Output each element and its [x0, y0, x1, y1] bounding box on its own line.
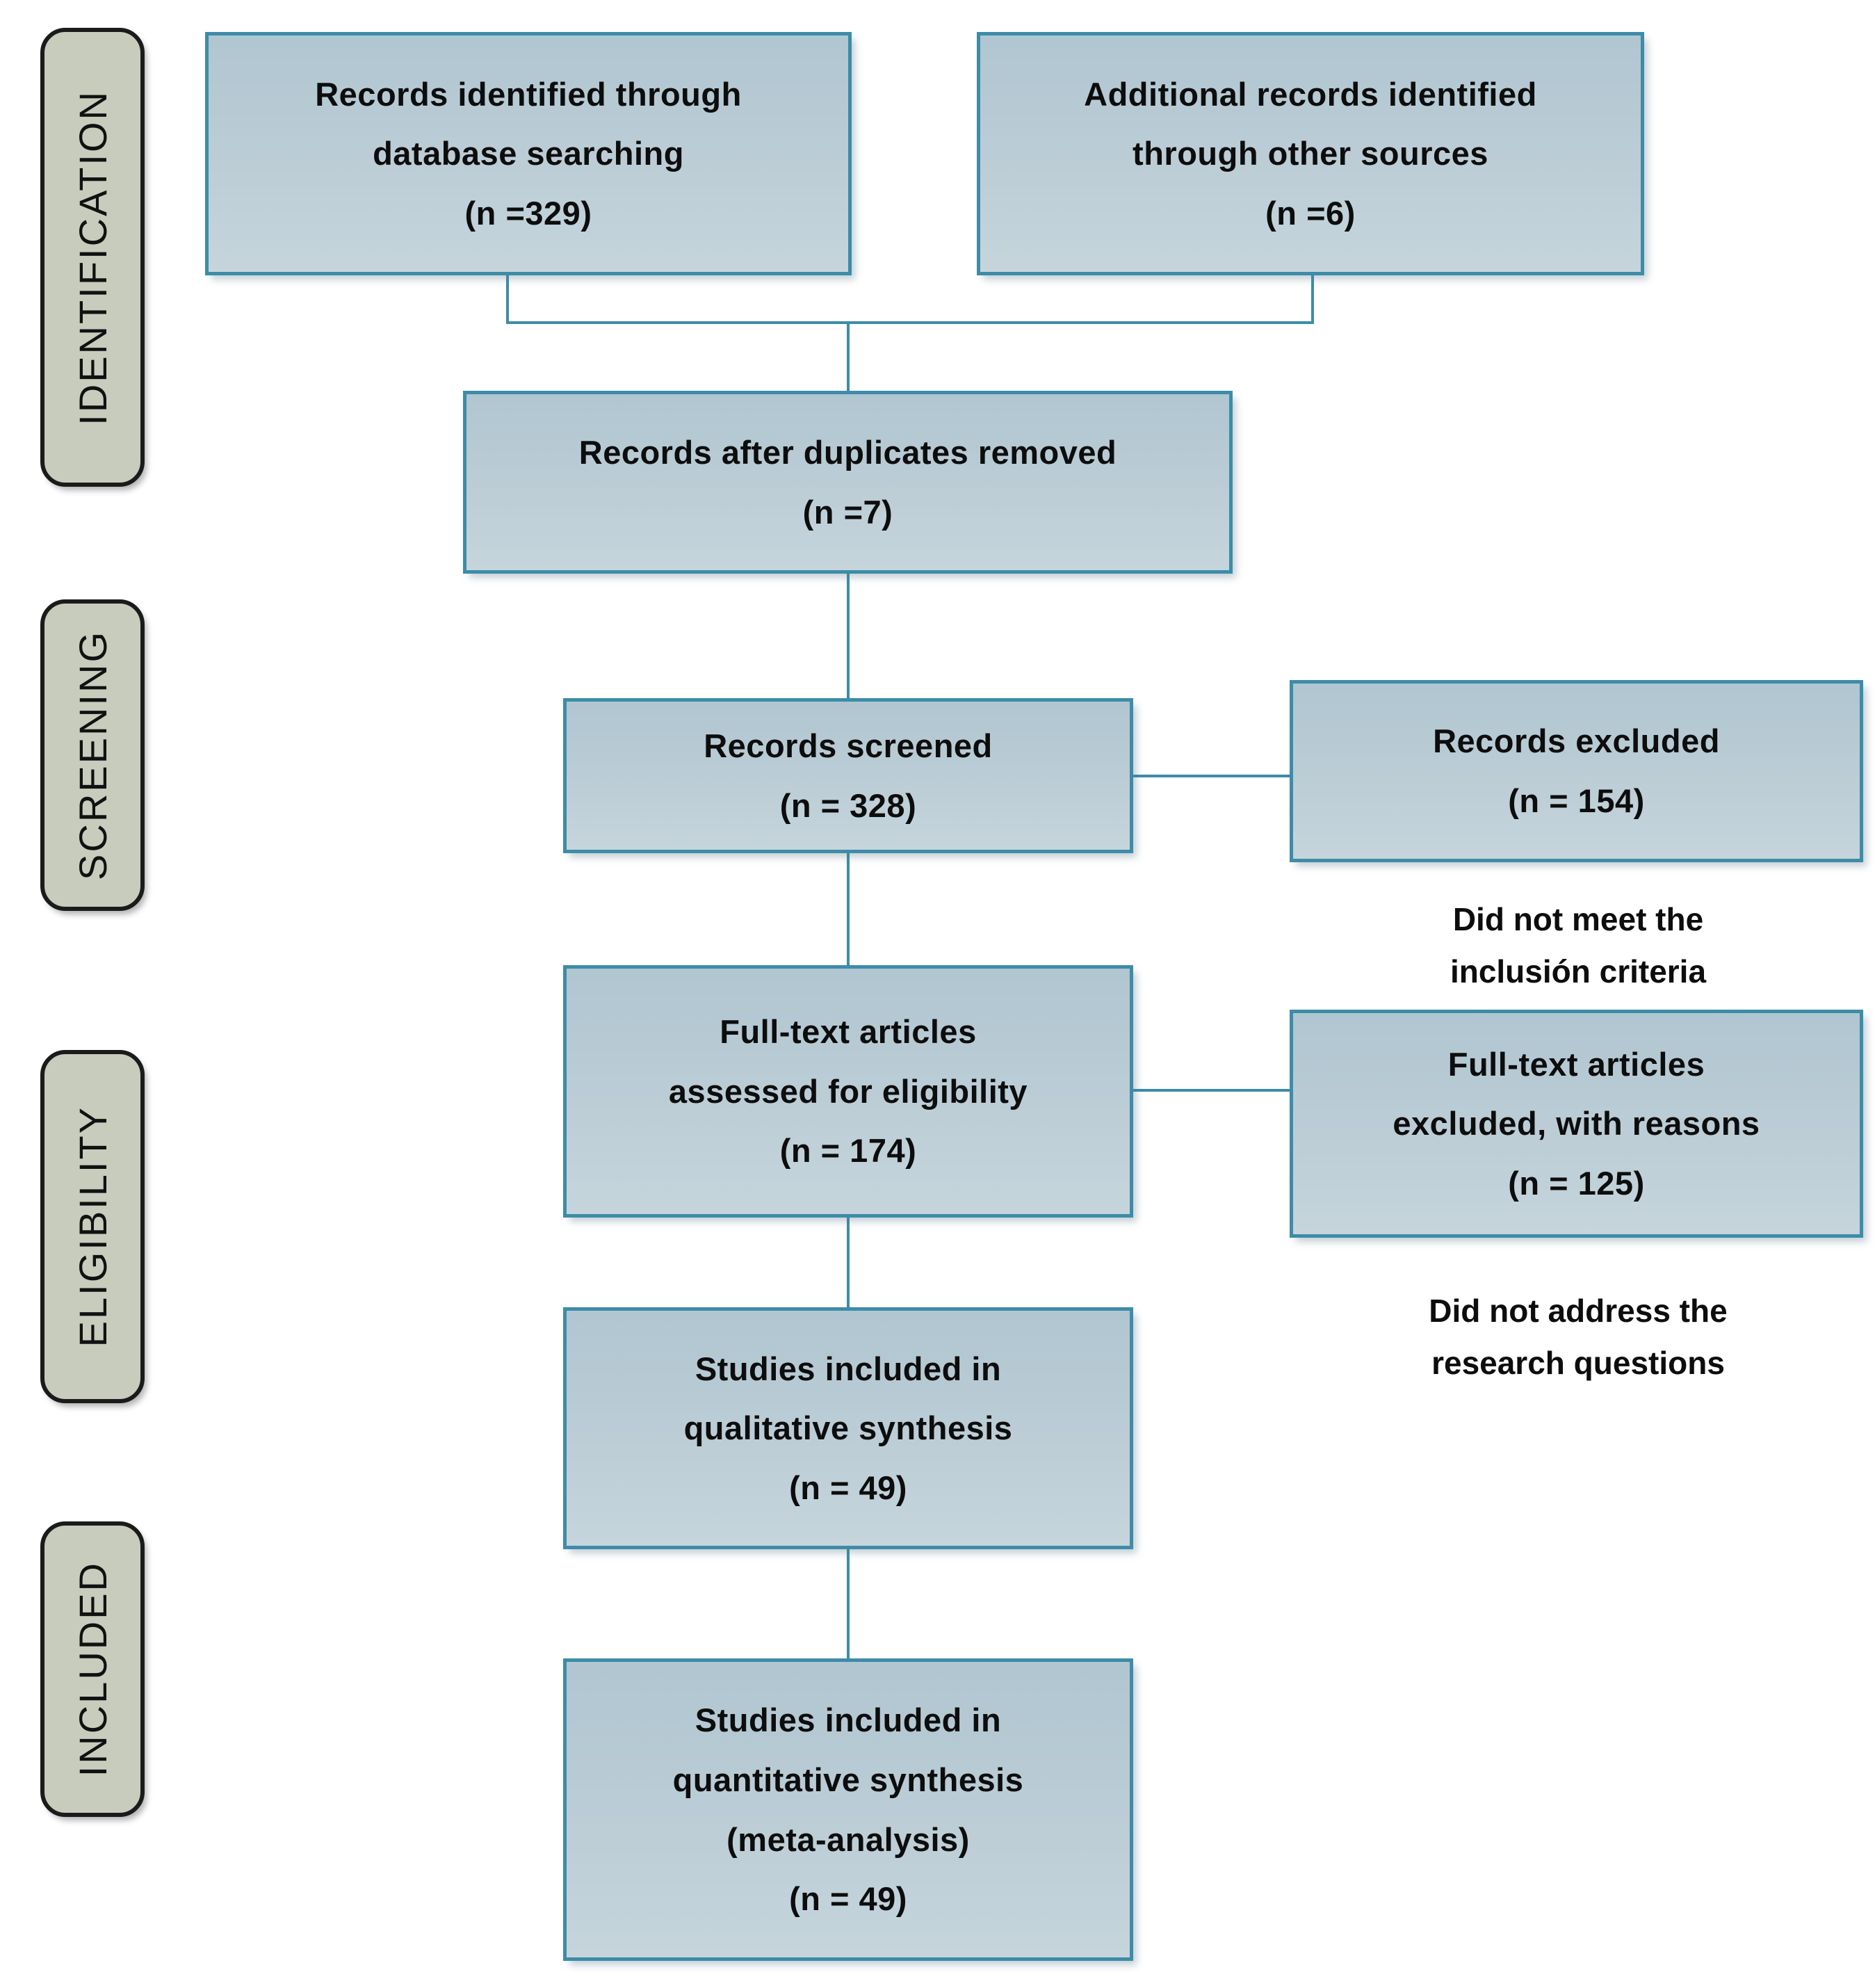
box-qualitative-synthesis-text: Studies included in qualitative synthesi…: [683, 1350, 1013, 1506]
box-additional-records: Additional records identified through ot…: [977, 32, 1644, 275]
box-fulltext-assessed-text: Full-text articles assessed for eligibil…: [668, 1013, 1028, 1170]
stage-eligibility-label: ELIGIBILITY: [70, 1106, 115, 1348]
stage-included: INCLUDED: [40, 1521, 145, 1817]
stage-identification-label: IDENTIFICATION: [70, 89, 115, 426]
box-qualitative-synthesis: Studies included in qualitative synthesi…: [563, 1307, 1133, 1549]
box-quantitative-synthesis-text: Studies included in quantitative synthes…: [672, 1702, 1024, 1918]
box-duplicates-removed: Records after duplicates removed (n =7): [463, 391, 1233, 574]
connector-left-drop: [506, 275, 509, 324]
stage-included-label: INCLUDED: [70, 1561, 115, 1777]
box-fulltext-assessed: Full-text articles assessed for eligibil…: [563, 965, 1133, 1218]
box-records-identified-text: Records identified through database sear…: [315, 75, 742, 232]
box-fulltext-excluded: Full-text articles excluded, with reason…: [1290, 1010, 1863, 1238]
box-records-excluded-text: Records excluded (n = 154): [1433, 722, 1720, 819]
box-records-identified: Records identified through database sear…: [205, 32, 852, 275]
box-quantitative-synthesis: Studies included in quantitative synthes…: [563, 1658, 1133, 1961]
box-records-excluded: Records excluded (n = 154): [1290, 680, 1863, 862]
connector-fulltext-to-qualitative: [847, 1218, 850, 1307]
connector-fulltext-to-excluded: [1133, 1089, 1290, 1092]
connector-dup-to-screened: [847, 574, 850, 698]
box-additional-records-text: Additional records identified through ot…: [1084, 75, 1537, 232]
stage-identification: IDENTIFICATION: [40, 28, 145, 487]
connector-merge-drop: [847, 321, 850, 391]
stage-screening-label: SCREENING: [70, 630, 115, 880]
stage-eligibility: ELIGIBILITY: [40, 1050, 145, 1403]
note-eligibility-exclusion-reason: Did not address the research questions: [1429, 1293, 1728, 1381]
box-duplicates-removed-text: Records after duplicates removed (n =7): [578, 433, 1117, 531]
box-records-screened-text: Records screened (n = 328): [704, 727, 993, 824]
connector-screened-to-fulltext: [847, 853, 850, 965]
stage-screening: SCREENING: [40, 599, 145, 911]
connector-right-drop: [1311, 275, 1314, 324]
connector-merge-horizontal: [506, 321, 1314, 324]
connector-screened-to-excluded: [1133, 775, 1290, 777]
connector-qualitative-to-quantitative: [847, 1549, 850, 1658]
box-records-screened: Records screened (n = 328): [563, 698, 1133, 853]
box-fulltext-excluded-text: Full-text articles excluded, with reason…: [1393, 1045, 1760, 1202]
note-screening-exclusion-reason: Did not meet the inclusión criteria: [1450, 901, 1707, 989]
